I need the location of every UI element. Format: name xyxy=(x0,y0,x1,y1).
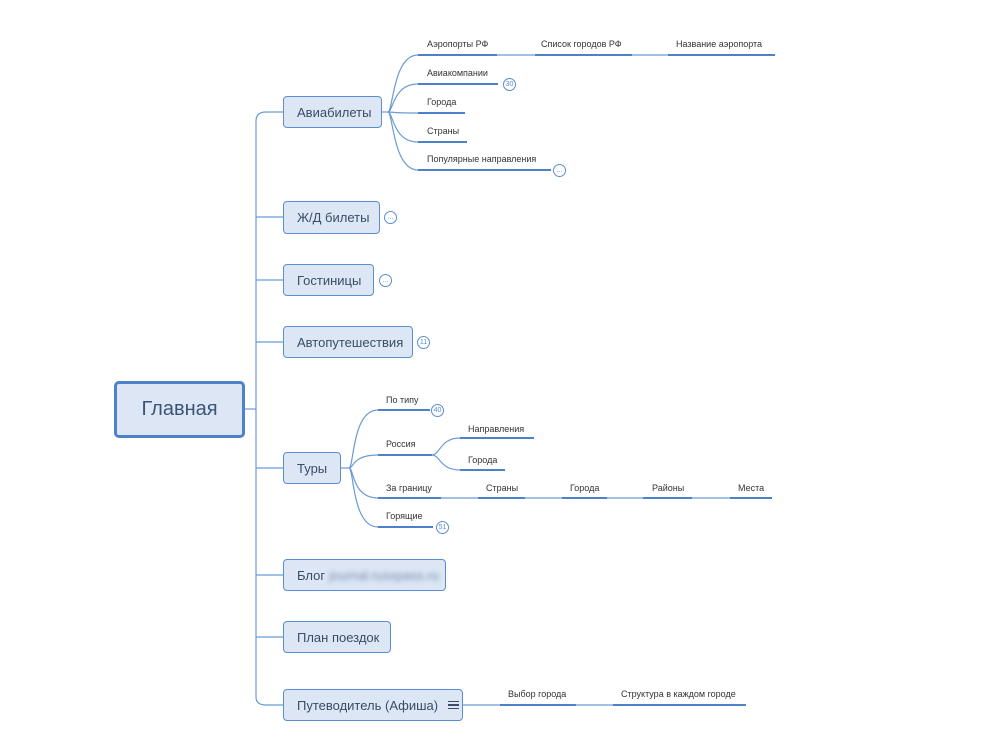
abroad-countries-underline xyxy=(478,497,525,499)
rail-collapsed-badge[interactable]: ... xyxy=(384,211,397,224)
tours-russia-underline xyxy=(378,454,432,456)
branch-auto[interactable]: Автопутешествия xyxy=(283,326,413,358)
branch-avia-label: Авиабилеты xyxy=(297,104,372,120)
guide-city-select-underline xyxy=(500,704,576,706)
abroad-cities[interactable]: Города xyxy=(570,483,600,493)
blog-link-blurred: journal.russpass.ru xyxy=(329,567,439,583)
tours-hot[interactable]: Горящие xyxy=(386,511,423,521)
airlines-count-badge[interactable]: 30 xyxy=(503,78,516,91)
auto-count-badge[interactable]: 11 xyxy=(417,336,430,349)
tours-by-type-underline xyxy=(378,409,430,411)
avia-airports-underline xyxy=(418,54,497,56)
branch-blog-label: Блог xyxy=(297,567,326,583)
tours-hot-underline xyxy=(378,526,433,528)
russia-directions-underline xyxy=(460,437,534,439)
avia-airports-cities-underline xyxy=(535,54,632,56)
avia-airports-name-underline xyxy=(668,54,775,56)
branch-guide-label: Путеводитель (Афиша) xyxy=(297,697,439,713)
avia-airports-cities[interactable]: Список городов РФ xyxy=(541,39,622,49)
abroad-places[interactable]: Места xyxy=(738,483,765,493)
russia-cities[interactable]: Города xyxy=(468,455,498,465)
avia-cities-underline xyxy=(418,112,465,114)
guide-city-structure-underline xyxy=(613,704,746,706)
abroad-districts[interactable]: Районы xyxy=(652,483,685,493)
avia-airports-name[interactable]: Название аэропорта xyxy=(676,39,763,49)
avia-cities[interactable]: Города xyxy=(427,97,457,107)
abroad-countries[interactable]: Страны xyxy=(486,483,519,493)
popular-collapsed-badge[interactable]: ... xyxy=(553,164,566,177)
tours-abroad[interactable]: За границу xyxy=(386,483,432,493)
avia-airlines-underline xyxy=(418,83,498,85)
hot-count-badge[interactable]: 51 xyxy=(436,521,449,534)
avia-countries[interactable]: Страны xyxy=(427,126,460,136)
guide-city-select[interactable]: Выбор города xyxy=(508,689,567,699)
branch-plan[interactable]: План поездок xyxy=(283,621,391,653)
root-label: Главная xyxy=(141,398,218,420)
tours-russia[interactable]: Россия xyxy=(386,439,416,449)
avia-popular[interactable]: Популярные направления xyxy=(427,154,537,164)
root-node[interactable]: Главная xyxy=(114,381,245,438)
avia-countries-underline xyxy=(418,141,467,143)
avia-airlines[interactable]: Авиакомпании xyxy=(427,68,488,78)
branch-tours-label: Туры xyxy=(297,460,328,476)
branch-rail-label: Ж/Д билеты xyxy=(297,210,370,225)
tours-abroad-underline xyxy=(378,497,441,499)
branch-tours[interactable]: Туры xyxy=(283,452,341,484)
tours-by-type[interactable]: По типу xyxy=(386,395,419,405)
branch-avia[interactable]: Авиабилеты xyxy=(283,96,382,128)
russia-cities-underline xyxy=(460,469,505,471)
branch-hotels-label: Гостиницы xyxy=(297,272,362,288)
branch-guide[interactable]: Путеводитель (Афиша) xyxy=(283,689,463,721)
russia-directions[interactable]: Направления xyxy=(468,424,525,434)
branch-plan-label: План поездок xyxy=(297,629,380,645)
notes-icon[interactable] xyxy=(448,699,460,712)
by-type-count-badge[interactable]: 40 xyxy=(431,404,444,417)
branch-blog[interactable]: Блог journal.russpass.ru xyxy=(283,559,446,591)
guide-city-structure[interactable]: Структура в каждом городе xyxy=(621,689,736,699)
avia-airports[interactable]: Аэропорты РФ xyxy=(427,39,489,49)
abroad-cities-underline xyxy=(562,497,607,499)
avia-popular-underline xyxy=(418,169,551,171)
branch-auto-label: Автопутешествия xyxy=(297,334,404,350)
branch-rail[interactable]: Ж/Д билеты xyxy=(283,201,380,234)
branch-hotels[interactable]: Гостиницы xyxy=(283,264,374,296)
abroad-districts-underline xyxy=(643,497,692,499)
abroad-places-underline xyxy=(730,497,772,499)
hotels-collapsed-badge[interactable]: ... xyxy=(379,274,392,287)
